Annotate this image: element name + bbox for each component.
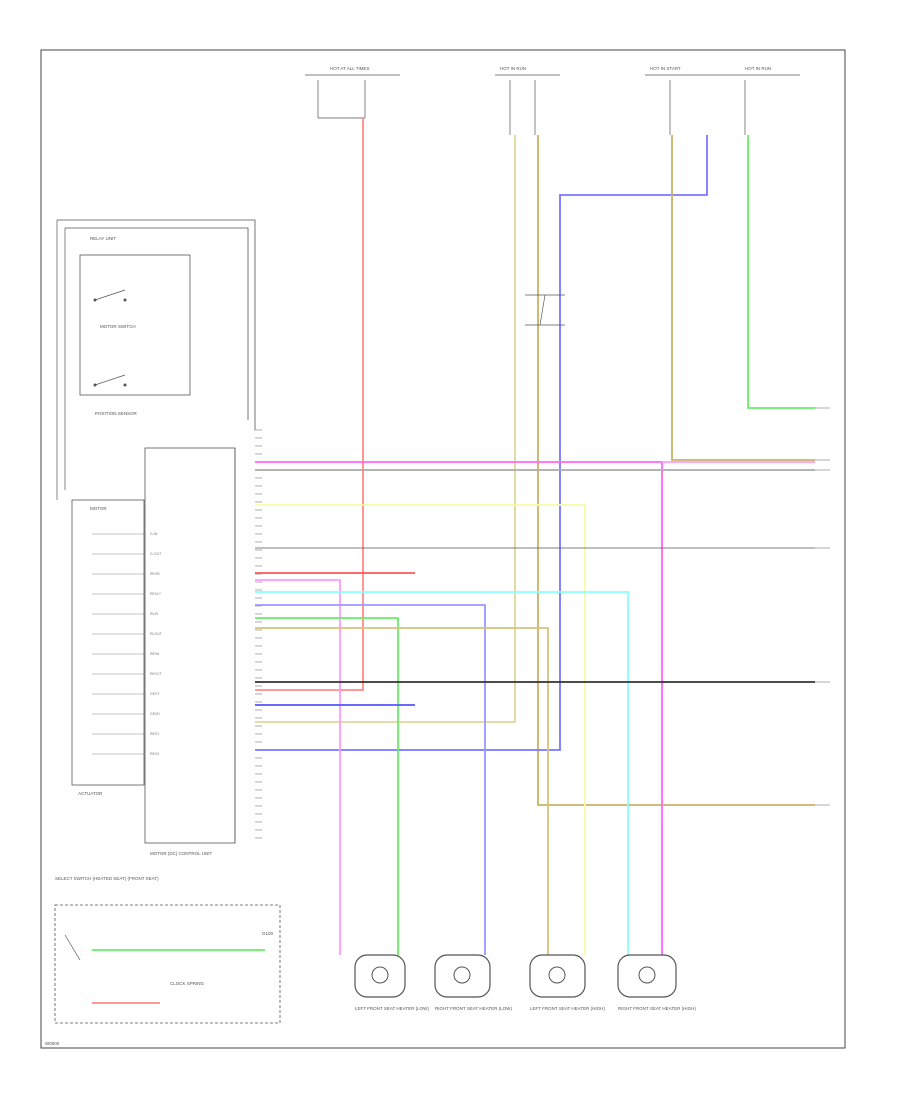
right-terminals [815,407,830,806]
ground-label: G100 [262,931,274,936]
mid-relay [525,294,565,326]
select-switch-label: SELECT SWITCH (HEATED SEAT) (FRONT SEAT) [55,876,159,881]
connector-pins [255,429,262,839]
actuator-pin-label: G-IN [150,532,158,536]
wire-cyan [255,591,629,955]
select-switch: SELECT SWITCH (HEATED SEAT) (FRONT SEAT)… [54,876,281,1024]
svg-text:RIGHT FRONT SEAT HEATER (HIGH): RIGHT FRONT SEAT HEATER (HIGH) [618,1006,696,1011]
wire-red-fuse [255,118,364,691]
motor-label: MOTOR [90,506,107,511]
actuator-pin-label: REVCT [150,672,163,676]
fuse-label-4: HOT IN RUN [745,66,771,71]
motor-switch-label: MOTOR SWITCH [100,324,136,329]
clock-spring-label: CLOCK SPRING [170,981,205,986]
fuse-label-1: HOT AT ALL TIMES [330,66,370,71]
svg-text:RIGHT FRONT SEAT HEATER (LOW): RIGHT FRONT SEAT HEATER (LOW) [435,1006,512,1011]
position-sensor-label: POSITION SENSOR [95,411,138,416]
footer-label: W0000 [45,1041,60,1046]
svg-text:LEFT FRONT SEAT HEATER (HIGH): LEFT FRONT SEAT HEATER (HIGH) [530,1006,605,1011]
wire-tan-fuse [255,135,516,723]
actuator: MOTOR ACTUATOR [71,499,145,796]
svg-text:LEFT FRONT SEAT HEATER (LOW): LEFT FRONT SEAT HEATER (LOW) [355,1006,429,1011]
actuator-pin-label: REVA [150,652,160,656]
actuator-pin-label: REVLT [150,592,162,596]
actuator-pin-label: RLOUT [150,632,163,636]
relay-unit-label: RELAY UNIT [90,236,116,241]
wire-green-seat [255,617,399,955]
actuator-pin-label: RLIN [150,612,158,616]
wire-tan-fuse-3 [671,135,815,461]
wires [92,118,815,1004]
actuator-pin-label: REV1 [150,732,159,736]
actuator-pin-label: REV2 [150,752,159,756]
wire-pink-main [255,461,663,955]
wire-tan-seat [255,627,549,955]
wire-blue-fuse [255,135,708,751]
wire-pink-seat [255,579,341,955]
actuator-pin-label: G-OUT [150,552,162,556]
fuse-block-1: HOT AT ALL TIMES [305,66,400,119]
seat-heater-rf-low: RIGHT FRONT SEAT HEATER (LOW) [434,954,512,1011]
actuator-pin-labels: G-IN G-OUT REVB REVLT RLIN RLOUT REVA REVCT GEVT… [92,532,163,756]
fuse-block-2: HOT IN RUN [495,66,560,135]
actuator-pin-label: GEVT [150,692,160,696]
fuse-block-3: HOT IN START HOT IN RUN [645,66,800,135]
seat-heater-lf-low: LEFT FRONT SEAT HEATER (LOW) [354,954,429,1011]
actuator-pin-label: GEVD [150,712,160,716]
fuse-label-2: HOT IN RUN [500,66,526,71]
wire-yellow [255,504,586,955]
wire-green-fuse [747,135,815,409]
diagram-frame [40,49,846,1049]
relay-unit: RELAY UNIT MOTOR SWITCH POSITION SENSOR [56,219,256,500]
seat-heater-lf-high: LEFT FRONT SEAT HEATER (HIGH) [529,954,605,1011]
control-unit: MOTOR (DC) CONTROL UNIT [144,447,236,856]
seat-heater-rf-high: RIGHT FRONT SEAT HEATER (HIGH) [617,954,696,1011]
wire-blue-seat [255,604,486,955]
actuator-label: ACTUATOR [78,791,103,796]
control-unit-label: MOTOR (DC) CONTROL UNIT [150,851,212,856]
fuse-label-3: HOT IN START [650,66,681,71]
actuator-pin-label: REVB [150,572,160,576]
seat-heaters: LEFT FRONT SEAT HEATER (LOW) RIGHT FRONT… [354,954,696,1011]
wire-tan-fuse-2 [537,135,815,806]
